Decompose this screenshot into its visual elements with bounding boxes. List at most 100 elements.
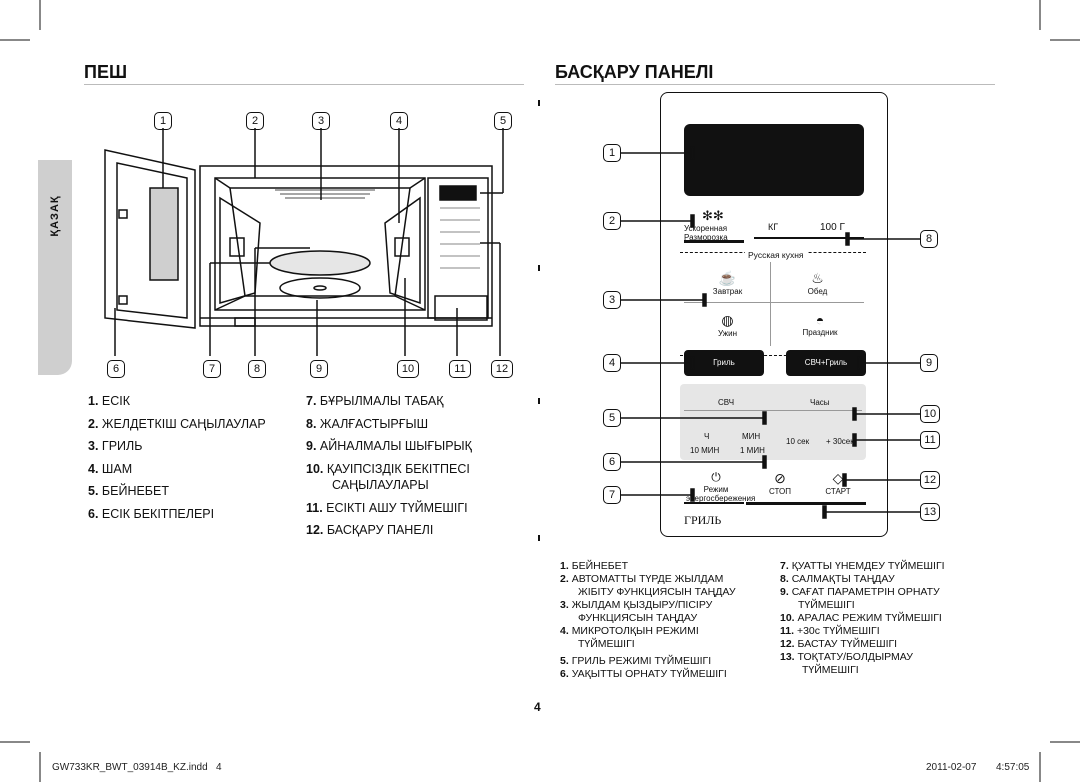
callout-3: 3	[312, 112, 330, 130]
callout-11: 11	[449, 360, 471, 378]
left-heading-rule	[84, 84, 524, 85]
clock-label[interactable]: Часы	[810, 398, 830, 407]
list-item: САҢЫЛАУЛАРЫ	[332, 478, 429, 492]
microwave-label[interactable]: СВЧ	[718, 398, 735, 407]
list-item: 5. БЕЙНЕБЕТ	[88, 484, 169, 498]
list-item: 8. ЖАЛҒАСТЫРҒЫШ	[306, 416, 429, 431]
time-area	[680, 384, 866, 460]
plate-icon: ◍	[721, 312, 734, 328]
holiday-button[interactable]: ◓ Праздник	[790, 312, 850, 337]
list-item: 4. МИКРОТОЛҚЫН РЕЖИМІ	[560, 625, 699, 637]
snowflake-icon: ✻✻	[702, 208, 724, 223]
panel-callout-11: 11	[920, 431, 940, 449]
list-item: 11. ЕСІКТІ АШУ ТҮЙМЕШІГІ	[306, 500, 468, 515]
grill-logo: ГРИЛЬ	[684, 513, 722, 527]
russian-cuisine-label: Русская кухня	[745, 250, 807, 260]
page-number: 4	[534, 700, 541, 714]
panel-list-left: 1. БЕЙНЕБЕТ 2. АВТОМАТТЫ ТҮРДЕ ЖЫЛДАМ ЖІ…	[560, 560, 770, 681]
microwave-illustration	[104, 128, 504, 356]
list-item: 5. ГРИЛЬ РЕЖИМІ ТҮЙМЕШІГІ	[560, 655, 712, 667]
eco-bar	[684, 502, 744, 504]
cup-icon: ☕	[718, 270, 737, 286]
ten-sec-button[interactable]: 10 сек	[786, 437, 810, 446]
list-item: 11. +30с ТҮЙМЕШІГІ	[780, 625, 880, 637]
list-item: 9. АЙНАЛМАЛЫ ШЫҒЫРЫҚ	[306, 439, 472, 453]
cake-icon: ◓	[815, 312, 825, 328]
callout-7: 7	[203, 360, 221, 378]
min-label: МИН	[742, 432, 761, 441]
list-item: 1. БЕЙНЕБЕТ	[560, 560, 629, 572]
grill-button[interactable]: Гриль	[684, 350, 764, 376]
callout-10: 10	[397, 360, 419, 378]
panel-callout-7: 7	[603, 486, 621, 504]
panel-callout-10: 10	[920, 405, 940, 423]
right-heading: БАСҚАРУ ПАНЕЛІ	[555, 62, 714, 82]
plus30-button[interactable]: + 30сек	[826, 437, 854, 446]
list-item: 9. САҒАТ ПАРАМЕТРІН ОРНАТУ	[780, 586, 940, 598]
list-item: 2. АВТОМАТТЫ ТҮРДЕ ЖЫЛДАМ	[560, 573, 724, 585]
list-item: 7. ҚУАТТЫ ҮНЕМДЕУ ТҮЙМЕШІГІ	[780, 560, 945, 572]
start-button[interactable]: ◇ СТАРТ	[818, 470, 858, 496]
display-screen	[684, 124, 864, 196]
pot-icon: ♨	[811, 270, 824, 286]
panel-callout-8: 8	[920, 230, 938, 248]
side-tab-label: ҚАЗАҚ	[49, 195, 61, 237]
eco-button[interactable]: ⏻ Режим энергосбережения	[686, 470, 756, 503]
cuisine-divider-v	[770, 262, 771, 346]
left-heading: ПЕШ	[84, 62, 128, 82]
panel-callout-3: 3	[603, 291, 621, 309]
panel-callout-6: 6	[603, 453, 621, 471]
footer-time: 4:57:05	[996, 762, 1030, 773]
panel-callout-1: 1	[603, 144, 621, 162]
callout-2: 2	[246, 112, 264, 130]
hour-label: Ч	[704, 432, 710, 441]
list-item: 3. ГРИЛЬ	[88, 439, 143, 453]
g-label: 100 Г	[820, 222, 845, 233]
list-item: 10. ҚАУІПСІЗДІК БЕКІТПЕСІ	[306, 461, 470, 476]
ten-min-button[interactable]: 10 МИН	[690, 446, 720, 455]
list-item: 6. УАҚЫТТЫ ОРНАТУ ТҮЙМЕШІГІ	[560, 668, 727, 680]
stop-button[interactable]: ⊘ СТОП	[760, 470, 800, 496]
list-item: 10. АРАЛАС РЕЖИМ ТҮЙМЕШІГІ	[780, 612, 942, 624]
list-item: ЖІБІТУ ФУНКЦИЯСЫН ТАҢДАУ	[578, 586, 736, 598]
list-item: 2. ЖЕЛДЕТКІШ САҢЫЛАУЛАР	[88, 416, 266, 431]
callout-8: 8	[248, 360, 266, 378]
panel-callout-12: 12	[920, 471, 940, 489]
callout-12: 12	[491, 360, 513, 378]
auto-defrost-button[interactable]: ✻✻ Ускоренная Разморозка	[684, 208, 754, 242]
kg-label: КГ	[768, 222, 779, 232]
stop-start-bar	[746, 502, 866, 505]
language-side-tab: ҚАЗАҚ	[38, 160, 72, 375]
list-item: 12. БАСТАУ ТҮЙМЕШІГІ	[780, 638, 898, 650]
breakfast-button[interactable]: ☕ Завтрак	[700, 270, 755, 296]
right-heading-rule	[555, 84, 995, 85]
list-item: ТҮЙМЕШІГІ	[578, 638, 635, 650]
callout-6: 6	[107, 360, 125, 378]
weight-bar	[754, 237, 864, 239]
list-item: 13. ТОҚТАТУ/БОЛДЫРМАУ	[780, 651, 913, 663]
start-icon: ◇	[832, 470, 844, 486]
lunch-button[interactable]: ♨ Обед	[790, 270, 845, 296]
list-item: 3. ЖЫЛДАМ ҚЫЗДЫРУ/ПІСІРУ	[560, 599, 713, 611]
panel-callout-9: 9	[920, 354, 938, 372]
footer-filename: GW733KR_BWT_03914B_KZ.indd 4	[52, 762, 222, 773]
list-item: 6. ЕСІК БЕКІТПЕЛЕРІ	[88, 506, 215, 521]
oven-parts-list-right: 7. БҰРЫЛМАЛЫ ТАБАҚ 8. ЖАЛҒАСТЫРҒЫШ 9. АЙ…	[306, 390, 526, 542]
stop-icon: ⊘	[774, 470, 786, 486]
list-item: 4. ШАМ	[88, 461, 133, 476]
list-item: ТҮЙМЕШІГІ	[802, 664, 859, 676]
panel-callout-2: 2	[603, 212, 621, 230]
panel-list-right: 7. ҚУАТТЫ ҮНЕМДЕУ ТҮЙМЕШІГІ 8. САЛМАҚТЫ …	[780, 560, 980, 677]
footer-date: 2011-02-07	[926, 762, 977, 773]
combi-button[interactable]: СВЧ+Гриль	[786, 350, 866, 376]
dinner-button[interactable]: ◍ Ужин	[700, 312, 755, 338]
list-item: ФУНКЦИЯСЫН ТАҢДАУ	[578, 612, 698, 624]
panel-callout-4: 4	[603, 354, 621, 372]
list-item: 1. ЕСІК	[88, 394, 131, 408]
list-item: ТҮЙМЕШІГІ	[798, 599, 855, 611]
time-divider	[684, 410, 862, 411]
one-min-button[interactable]: 1 МИН	[740, 446, 765, 455]
oven-parts-list-left: 1. ЕСІК 2. ЖЕЛДЕТКІШ САҢЫЛАУЛАР 3. ГРИЛЬ…	[88, 390, 298, 525]
defrost-bar	[684, 240, 744, 243]
list-item: 7. БҰРЫЛМАЛЫ ТАБАҚ	[306, 394, 444, 408]
